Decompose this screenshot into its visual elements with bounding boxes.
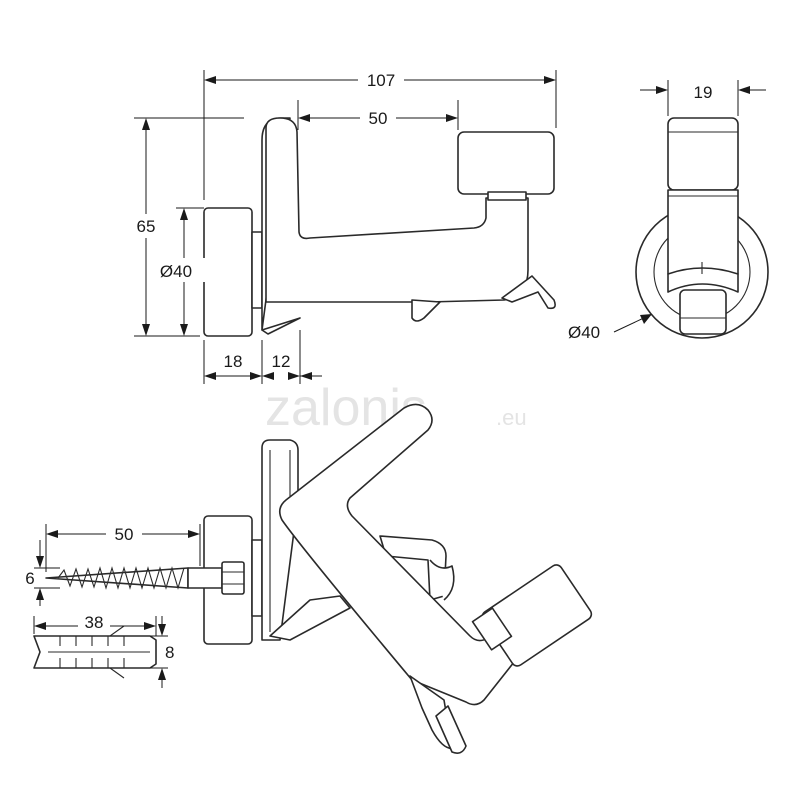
- arrow: [738, 86, 750, 94]
- arrow: [36, 556, 44, 568]
- watermark-suffix: .eu: [496, 405, 527, 430]
- arrow: [288, 372, 300, 380]
- side-curve: [667, 267, 739, 293]
- lever-bottom: [411, 299, 441, 322]
- knob: [457, 131, 555, 195]
- dim-plug-diameter: 8: [165, 643, 174, 662]
- knob-stem: [487, 191, 527, 201]
- dim-screw-diameter: 6: [25, 569, 34, 588]
- arrow: [250, 372, 262, 380]
- label-bg: [358, 68, 404, 90]
- label-bg: [128, 214, 164, 238]
- arrow: [298, 114, 310, 122]
- arrow: [204, 76, 216, 84]
- hook-arm-open: [278, 403, 523, 706]
- screw: [45, 561, 245, 595]
- screw-neck: [187, 567, 223, 589]
- dim-screw-length: 50: [115, 525, 134, 544]
- label-bg: [160, 258, 206, 282]
- dim-offset: 12: [272, 352, 291, 371]
- hook-tip-claw: [435, 705, 467, 754]
- screw-thread: [57, 566, 185, 590]
- dim-arm-length: 50: [369, 109, 388, 128]
- arrow: [446, 114, 458, 122]
- exploded-base-boss: [251, 539, 263, 617]
- arrow: [144, 622, 156, 630]
- dim-overall-length: 107: [367, 71, 395, 90]
- dim-knob-width: 19: [694, 83, 713, 102]
- dim-side-diameter: Ø40: [568, 323, 600, 342]
- dim-plug-length: 38: [85, 613, 104, 632]
- linkage-lower: [269, 595, 351, 641]
- label-bg: [106, 522, 142, 544]
- arrow: [180, 208, 188, 220]
- base-boss: [251, 231, 263, 309]
- arrow: [656, 86, 668, 94]
- arrow: [158, 624, 166, 636]
- dim-base-thickness: 18: [224, 352, 243, 371]
- label-bg: [360, 106, 396, 128]
- exploded-back-plate: [261, 439, 299, 641]
- arrow: [544, 76, 556, 84]
- side-view: 19 Ø40: [568, 80, 769, 342]
- plug-wings: [109, 625, 125, 679]
- arrow: [188, 530, 200, 538]
- dim-base-diameter: Ø40: [160, 262, 192, 281]
- arrow: [34, 622, 46, 630]
- arrow: [204, 372, 216, 380]
- linkage-curl: [429, 559, 455, 601]
- dim-height: 65: [137, 217, 156, 236]
- plate-foot: [261, 317, 301, 335]
- linkage-upper: [379, 535, 447, 601]
- side-tip: [679, 289, 727, 335]
- arrow: [142, 118, 150, 130]
- lever-tip: [501, 275, 556, 310]
- arrow: [300, 372, 312, 380]
- arrow: [180, 324, 188, 336]
- label-bg: [78, 612, 110, 632]
- side-arm: [667, 189, 739, 275]
- plug-ribs-bottom: [59, 658, 125, 668]
- side-knob: [667, 117, 739, 191]
- screw-head: [221, 561, 245, 595]
- plug-ribs-top: [59, 636, 125, 646]
- arrow: [36, 588, 44, 600]
- arrow: [262, 372, 274, 380]
- base-disc: [203, 207, 253, 337]
- wall-plug: [33, 625, 157, 679]
- arrow: [158, 668, 166, 680]
- knob-rotated-stem: [471, 607, 513, 651]
- front-view: 107 50 65 Ø40 18 12: [128, 68, 557, 384]
- arrow: [46, 530, 58, 538]
- exploded-view: 50 6 38 8: [25, 403, 593, 754]
- arrow: [142, 324, 150, 336]
- arrow: [640, 314, 652, 324]
